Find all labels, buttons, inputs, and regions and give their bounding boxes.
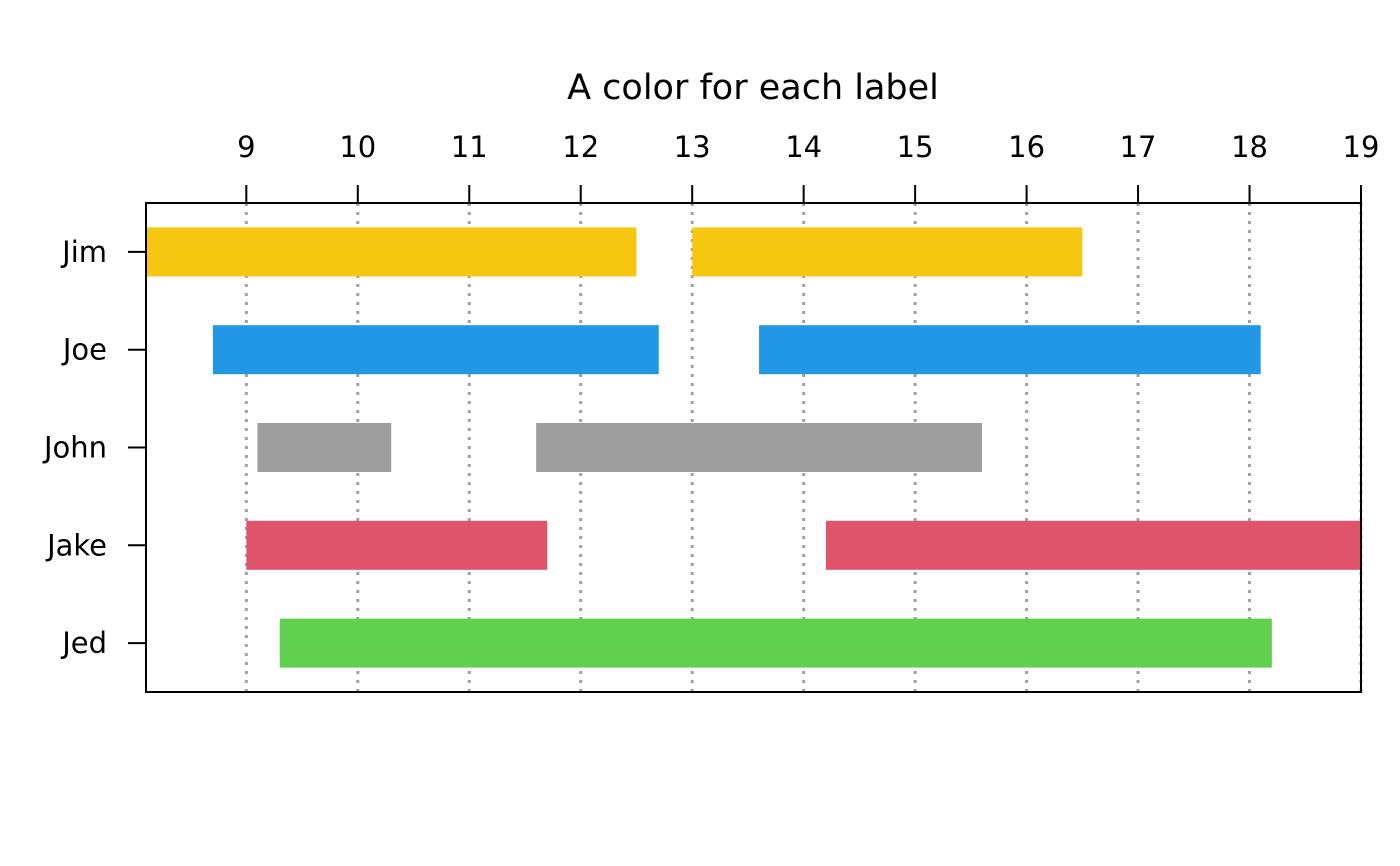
bar-jake-2: [825, 520, 1361, 570]
x-tick-label-18: 18: [1231, 130, 1268, 164]
x-tick-label-17: 17: [1120, 130, 1157, 164]
y-tick-label-jed: Jed: [60, 626, 107, 660]
x-tick-label-14: 14: [785, 130, 822, 164]
x-tick-label-19: 19: [1343, 130, 1380, 164]
x-tick-label-9: 9: [237, 130, 255, 164]
y-tick-label-john: John: [42, 431, 107, 465]
x-tick-label-10: 10: [339, 130, 376, 164]
bar-joe-1: [212, 325, 659, 375]
bar-jake-1: [246, 520, 548, 570]
x-tick-label-11: 11: [451, 130, 488, 164]
bar-john-2: [536, 423, 983, 472]
bar-joe-2: [759, 325, 1261, 375]
x-tick-label-13: 13: [674, 130, 711, 164]
bar-jed-1: [279, 618, 1272, 668]
bar-jim-1: [146, 227, 637, 277]
x-tick-label-16: 16: [1008, 130, 1045, 164]
y-tick-label-jim: Jim: [60, 235, 107, 269]
y-tick-label-joe: Joe: [61, 333, 107, 367]
bar-layer: [146, 227, 1361, 668]
bar-john-1: [257, 423, 392, 472]
x-tick-label-15: 15: [897, 130, 934, 164]
bar-jim-2: [692, 227, 1083, 277]
x-tick-label-12: 12: [562, 130, 599, 164]
y-tick-label-jake: Jake: [45, 528, 107, 562]
chart-title: A color for each label: [567, 68, 939, 108]
